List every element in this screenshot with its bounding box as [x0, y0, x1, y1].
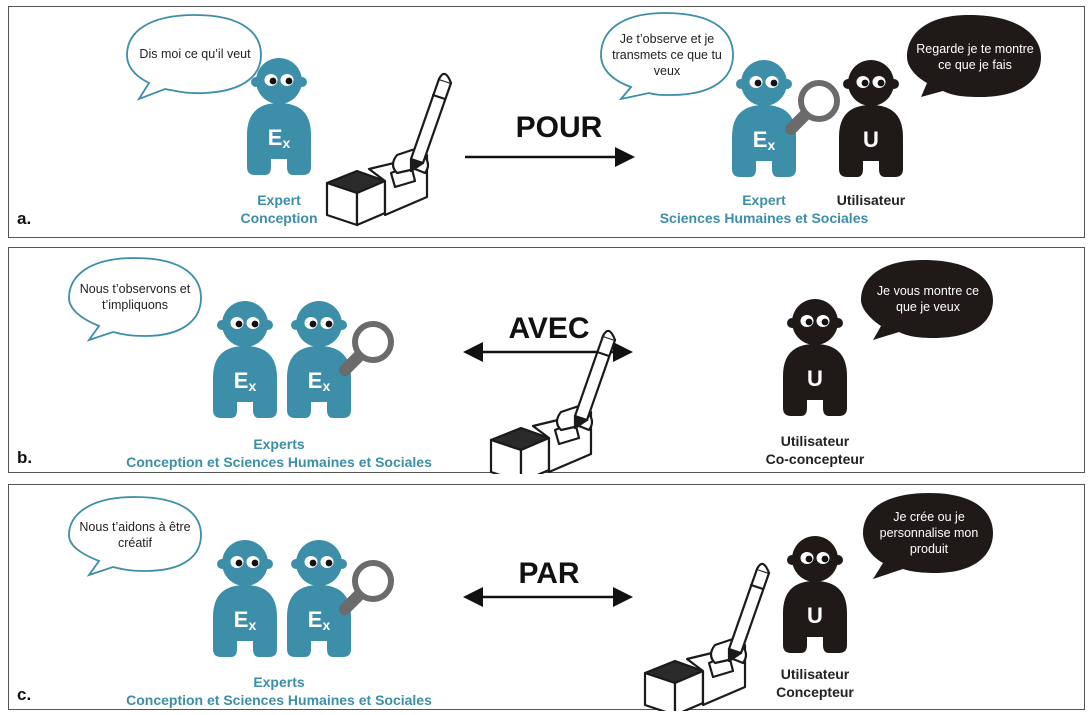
magnifier-icon [791, 83, 837, 129]
panel-title: POUR [515, 111, 603, 144]
panel-title: PAR [518, 557, 580, 590]
user-badge: U [807, 366, 823, 391]
bubble-left-text: Nous t’aidons à être créatif [79, 520, 191, 550]
panel-letter: b. [17, 448, 33, 467]
speech-bubble-left [68, 496, 202, 577]
user-badge: U [863, 127, 879, 152]
panel-pour: Dis moi ce qu’il veut Je t’observe et je… [8, 6, 1085, 238]
panel-a-drawing [126, 12, 1041, 227]
bubble-user-text: Je vous montre ce que je veux [876, 284, 980, 314]
expert-figure [287, 540, 351, 657]
bubble-left-text: Nous t’observons et t’impliquons [79, 282, 191, 312]
panel-c-drawing [68, 493, 993, 711]
expert-figure [732, 60, 796, 177]
expert-badge: Ex [752, 127, 776, 153]
drawing-tool-icon [643, 562, 771, 711]
bubble-user-text: Je crée ou je personnalise mon produit [879, 510, 979, 556]
user-badge: U [807, 603, 823, 628]
panel-avec: Nous t’observons et t’impliquons Je vous… [8, 247, 1085, 474]
expert-badge: Ex [233, 607, 257, 633]
speech-bubble-user [907, 15, 1041, 97]
panel-letter: c. [17, 685, 32, 704]
expert-figure [287, 301, 351, 418]
user-figure [783, 536, 847, 653]
magnifier-icon [345, 563, 391, 609]
expert-badge: Ex [233, 368, 257, 394]
user-figure [839, 60, 903, 177]
expert-badge: Ex [307, 368, 331, 394]
speech-bubble-left [126, 14, 262, 101]
panel-letter: a. [17, 209, 32, 228]
speech-bubble-expert [600, 12, 734, 101]
user-figure [783, 299, 847, 416]
user-label: Utilisateur [836, 192, 906, 208]
speech-bubble-user [863, 493, 993, 579]
speech-bubble-left [68, 257, 202, 342]
panel-title: AVEC [508, 312, 590, 345]
expert-figure [213, 301, 277, 418]
panel-par: Nous t’aidons à être créatif Je crée ou … [8, 484, 1085, 711]
expert-badge: Ex [307, 607, 331, 633]
magnifier-icon [345, 324, 391, 370]
bubble-expert-text: Je t’observe et je transmets ce que tu v… [612, 32, 722, 78]
expert-figure [213, 540, 277, 657]
speech-bubble-user [861, 260, 993, 340]
expert-badge: Ex [267, 125, 291, 151]
bubble-user-text: Regarde je te montre ce que je fais [916, 42, 1034, 72]
panel-b-drawing [68, 257, 993, 474]
bubble-left-text: Dis moi ce qu’il veut [139, 47, 251, 61]
